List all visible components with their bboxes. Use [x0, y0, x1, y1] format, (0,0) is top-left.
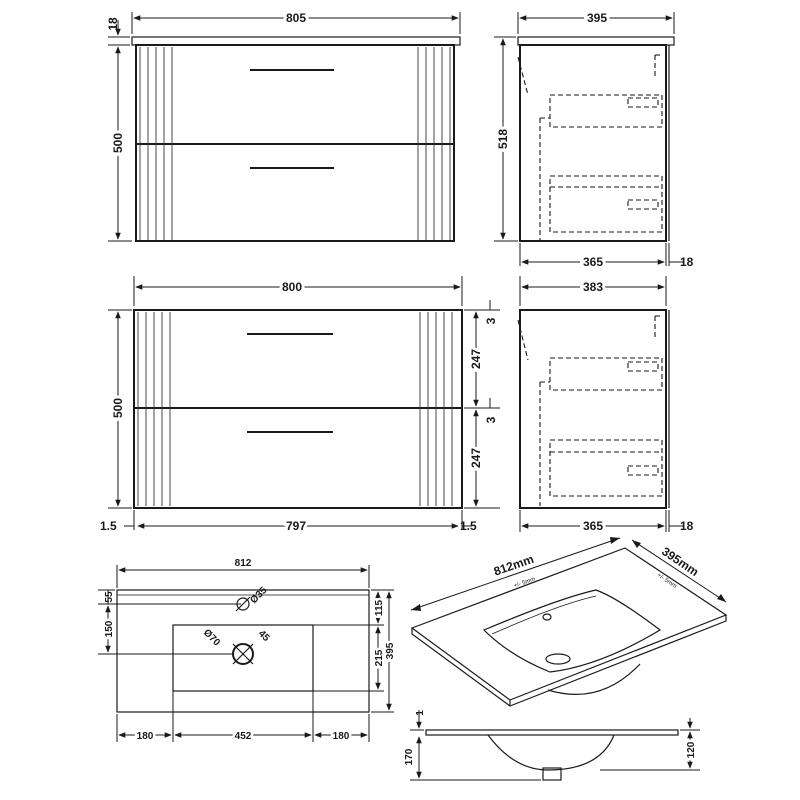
side-height-label: 518 [496, 129, 510, 149]
mid-front-depth-label: 18 [680, 519, 694, 533]
basin-plan-view: 812 Ø35 Ø70 45 55 150 115 215 395 180 45… [98, 558, 399, 745]
overall-depth-label: 170 [404, 748, 415, 765]
mid-width-label: 800 [282, 280, 302, 294]
plan-depth-label: 395 [385, 642, 396, 659]
side-left-label: 1.5 [100, 519, 117, 533]
side-front-depth-label: 18 [680, 255, 694, 269]
front-elevation-top: 805 18 500 [106, 8, 461, 242]
tap-hole-label: Ø35 [248, 585, 269, 606]
bowl-width-label: 452 [235, 731, 252, 742]
front-height-label: 500 [111, 133, 125, 153]
basin-side-elevation: 1 170 120 [404, 710, 700, 781]
top-thickness-label: 18 [106, 17, 120, 31]
fluted-panel-right [417, 47, 451, 240]
plan-dim-55-label: 55 [104, 591, 115, 603]
side-depth-label: 395 [587, 11, 607, 25]
basin-isometric-view: 812mm +/- 5mm 395mm +/- 5mm [410, 537, 728, 707]
front-elevation-mid: 800 500 3 247 3 247 1.5 797 1.5 [100, 276, 500, 536]
mid-height-label: 500 [111, 398, 125, 418]
gap-1-label: 3 [484, 317, 498, 324]
fluted-panel-right [419, 312, 453, 506]
inner-width-label: 797 [286, 519, 306, 533]
side-carcass-depth-label: 365 [583, 255, 603, 269]
side-right-label: 1.5 [460, 519, 477, 533]
side-elevation-mid: 383 365 18 [517, 276, 694, 536]
front-width-label: 805 [286, 11, 306, 25]
fluted-panel-left [139, 47, 173, 240]
plan-width-label: 812 [235, 558, 252, 569]
gap-2-label: 3 [484, 416, 498, 423]
side-elevation-top: 395 518 365 18 [493, 8, 694, 272]
bowl-depth-label: 120 [686, 741, 697, 758]
right-margin-label: 180 [333, 731, 350, 742]
fluted-panel-left [137, 312, 171, 506]
plan-dim-115-label: 115 [374, 599, 385, 616]
iso-width-tolerance: +/- 5mm [513, 577, 536, 590]
drawer-height-2-label: 247 [469, 448, 483, 468]
rim-thickness-label: 1 [415, 710, 426, 716]
plan-dim-150-label: 150 [104, 620, 115, 637]
mid-carcass-depth-label: 365 [583, 519, 603, 533]
mid-side-depth-label: 383 [583, 280, 603, 294]
waste-offset-label: 45 [256, 628, 272, 644]
waste-diameter-label: Ø70 [201, 627, 222, 648]
left-margin-label: 180 [137, 731, 154, 742]
plan-dim-215-label: 215 [374, 649, 385, 666]
drawer-height-1-label: 247 [469, 349, 483, 369]
